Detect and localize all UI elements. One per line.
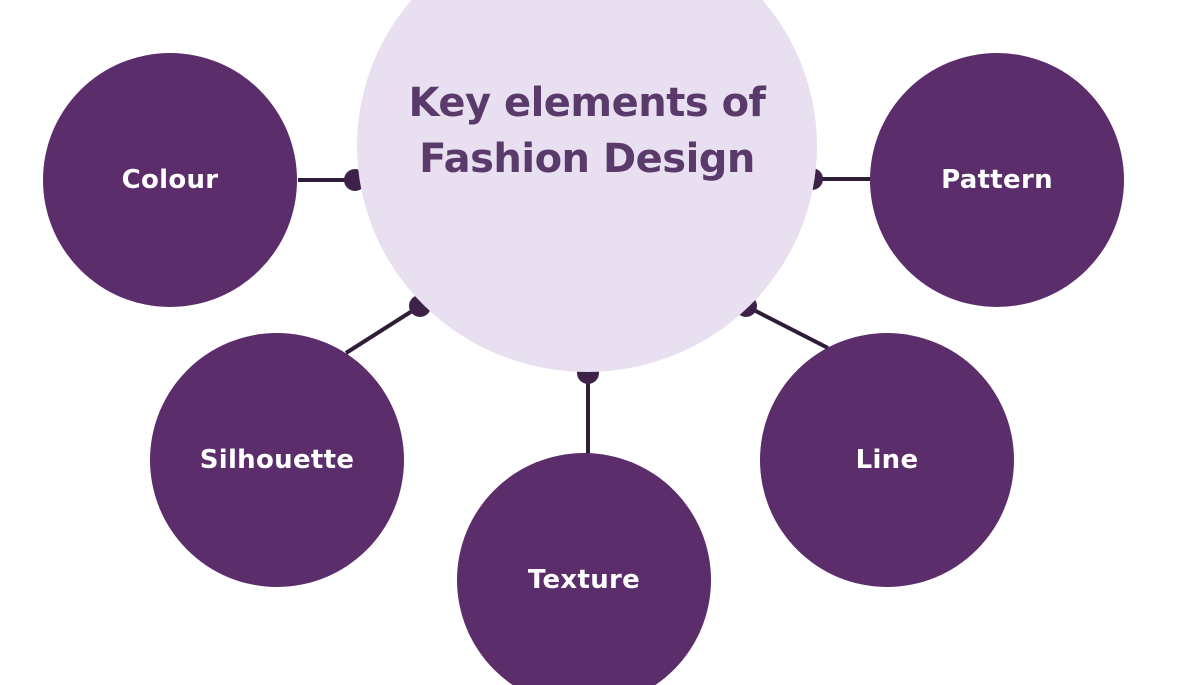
- node-pattern-label: Pattern: [941, 165, 1053, 195]
- node-silhouette: Silhouette: [150, 333, 404, 587]
- node-texture-label: Texture: [527, 565, 641, 595]
- connector-silhouette: [344, 304, 422, 355]
- node-line: Line: [760, 333, 1014, 587]
- connector-line: [745, 304, 829, 350]
- central-hub: Key elements of Fashion Design: [357, 0, 817, 372]
- node-colour-label: Colour: [121, 165, 219, 195]
- node-colour: Colour: [43, 53, 297, 307]
- node-silhouette-label: Silhouette: [199, 445, 355, 475]
- hub-title-line-2: Fashion Design: [419, 136, 755, 182]
- node-texture: Texture: [457, 453, 711, 685]
- node-pattern: Pattern: [870, 53, 1124, 307]
- node-line-label: Line: [855, 445, 919, 475]
- hub-title-line-1: Key elements of: [408, 80, 766, 126]
